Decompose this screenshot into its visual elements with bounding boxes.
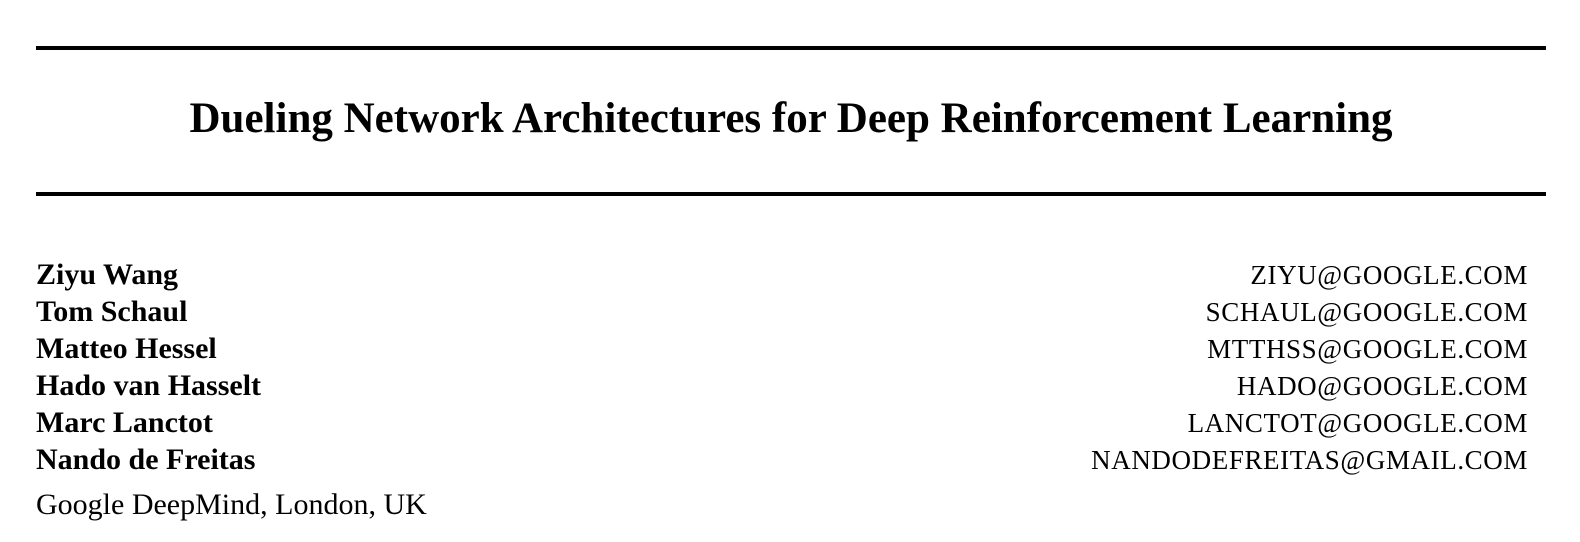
author-name: Tom Schaul bbox=[36, 295, 188, 328]
title-top-rule bbox=[36, 46, 1546, 50]
paper-title: Dueling Network Architectures for Deep R… bbox=[189, 95, 1393, 142]
affiliation: Google DeepMind, London, UK bbox=[36, 488, 427, 521]
author-name: Ziyu Wang bbox=[36, 258, 179, 291]
author-email: NANDODEFREITAS@GMAIL.COM bbox=[1091, 445, 1528, 475]
author-row: Ziyu Wang ZIYU@GOOGLE.COM bbox=[36, 256, 1528, 293]
author-name: Marc Lanctot bbox=[36, 406, 213, 439]
author-email: ZIYU@GOOGLE.COM bbox=[1250, 260, 1528, 290]
author-name: Nando de Freitas bbox=[36, 443, 256, 476]
author-email: LANCTOT@GOOGLE.COM bbox=[1187, 408, 1528, 438]
author-row: Marc Lanctot LANCTOT@GOOGLE.COM bbox=[36, 404, 1528, 441]
author-row: Nando de Freitas NANDODEFREITAS@GMAIL.CO… bbox=[36, 441, 1528, 478]
author-email: MTTHSS@GOOGLE.COM bbox=[1207, 334, 1528, 364]
author-name: Matteo Hessel bbox=[36, 332, 217, 365]
author-row: Matteo Hessel MTTHSS@GOOGLE.COM bbox=[36, 330, 1528, 367]
author-row: Hado van Hasselt HADO@GOOGLE.COM bbox=[36, 367, 1528, 404]
author-name: Hado van Hasselt bbox=[36, 369, 262, 402]
author-email: HADO@GOOGLE.COM bbox=[1236, 371, 1528, 401]
title-bottom-rule bbox=[36, 192, 1546, 196]
author-email: SCHAUL@GOOGLE.COM bbox=[1205, 297, 1528, 327]
author-row: Tom Schaul SCHAUL@GOOGLE.COM bbox=[36, 293, 1528, 330]
author-block: Ziyu Wang ZIYU@GOOGLE.COM Tom Schaul SCH… bbox=[36, 256, 1528, 523]
